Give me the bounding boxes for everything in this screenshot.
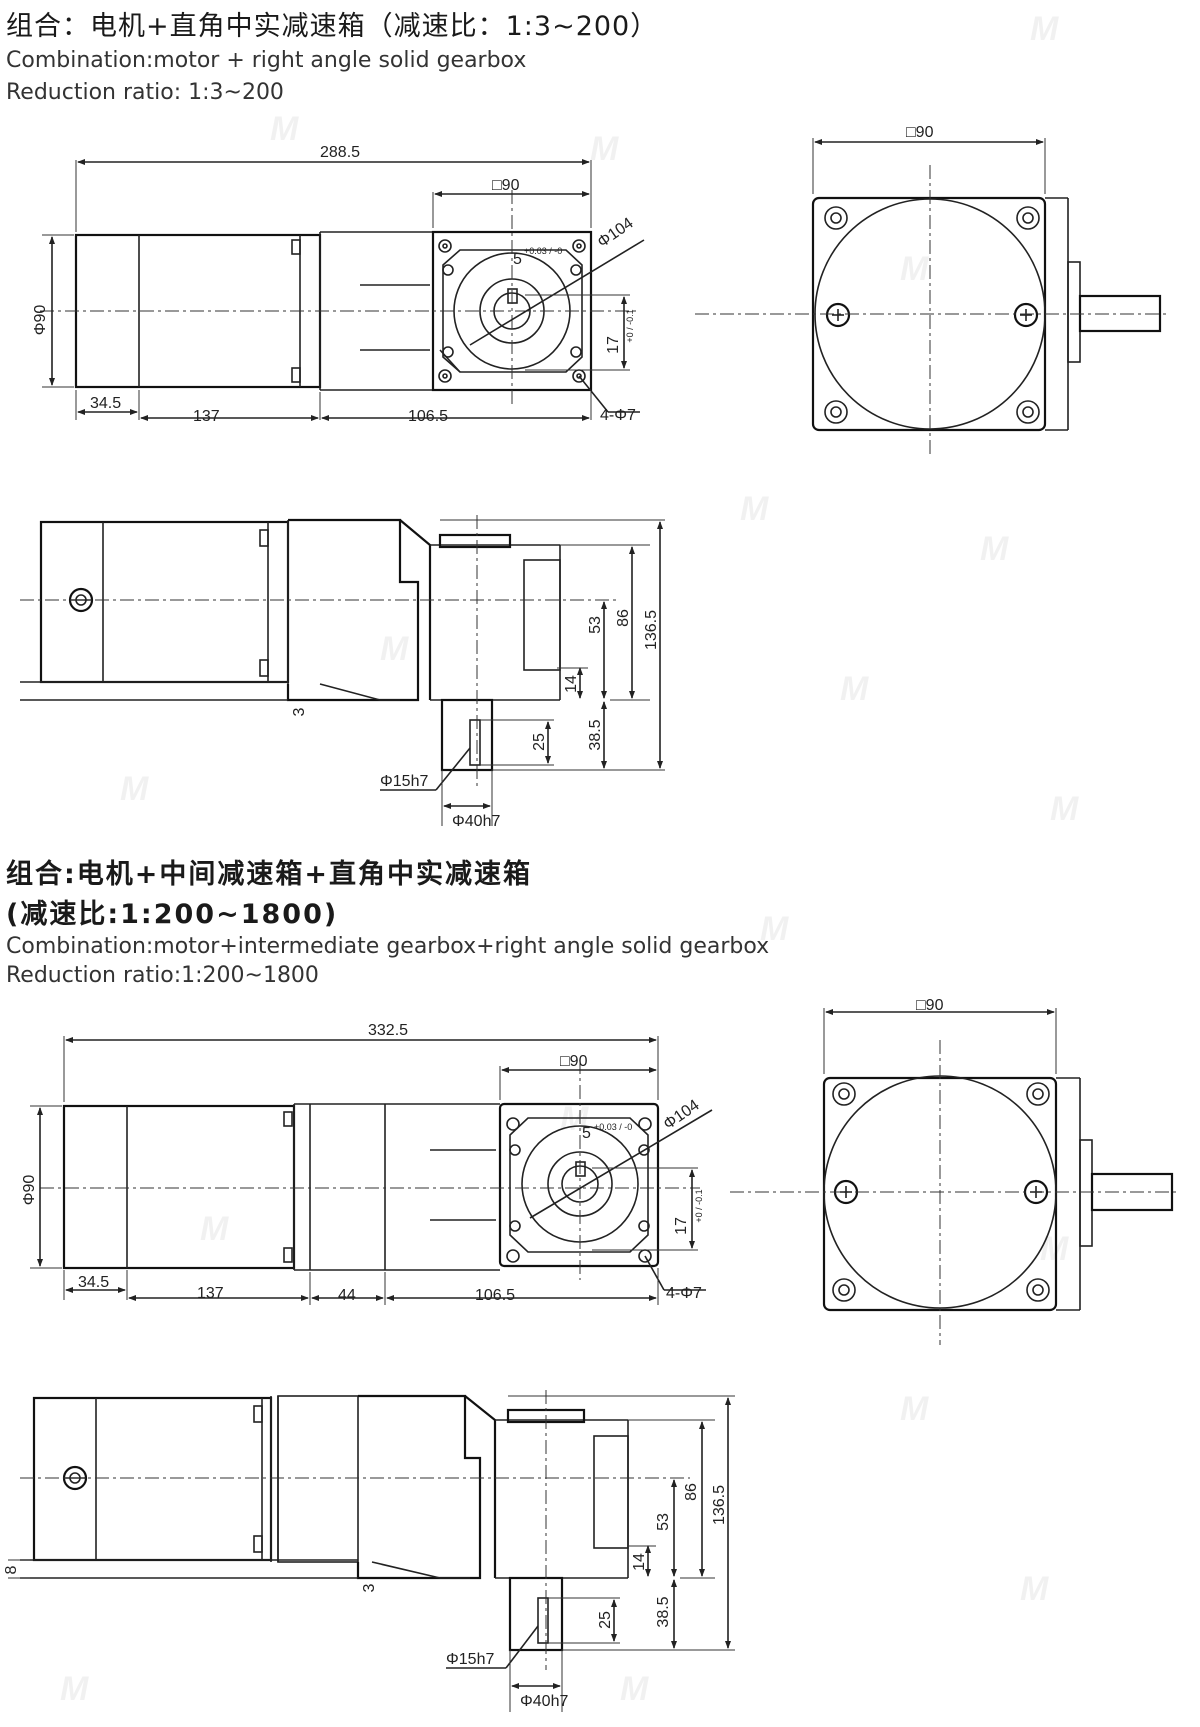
s1-side-view [20,515,665,826]
s2-front-view [30,1036,713,1305]
section2-title-en: Combination:motor+intermediate gearbox+r… [6,934,770,959]
s2-dim-h38-5: 38.5 [655,1596,672,1627]
s2-dim-base8: 8 [3,1565,20,1574]
s1-dim-holes: 4-Φ7 [600,407,636,424]
s1-side-labels: 53 86 136.5 14 38.5 25 3 Φ15h7 Φ40h7 [291,609,660,830]
svg-text:M: M [900,1390,929,1428]
s1-dim-h38-5: 38.5 [587,719,604,750]
section2-ratio-cn: (减速比:1:200~1800) [6,899,339,930]
s1-dim-h86: 86 [615,609,632,627]
s1-dim-overall: 288.5 [320,144,360,161]
s2-front-labels: 332.5 □90 Φ90 Φ104 5 +0.03 / -0 17 +0 / … [21,1022,704,1304]
s2-side-view [8,1390,735,1712]
s2-side-labels: 53 86 136.5 14 38.5 25 3 8 Φ15h7 Φ40h7 [3,1483,728,1710]
s1-dim-len-b: 137 [193,408,220,425]
s1-dim-pcd: Φ104 [595,215,637,252]
s1-dim-shaft: Φ15h7 [380,773,428,790]
svg-text:M: M [270,110,299,148]
svg-text:M: M [1020,1570,1049,1608]
s2-dim-h53: 53 [655,1513,672,1531]
section2-title-cn: 组合:电机+中间减速箱+直角中实减速箱 [6,859,533,890]
s2-dim-base3: 3 [361,1583,378,1592]
s1-dim-flange-sq: □90 [492,177,520,194]
svg-text:M: M [1050,790,1079,828]
svg-text:M: M [1040,1230,1069,1268]
s2-dim-h14: 14 [631,1553,648,1571]
s1-dim-h14: 14 [563,675,580,693]
s2-dim-side-sq: □90 [916,997,944,1014]
section1-title-en: Combination:motor + right angle solid ge… [6,48,527,73]
s2-end-view [730,1008,1180,1345]
s1-dim-key-h-tol: +0 / -0.1 [625,309,635,342]
s1-front-labels: 288.5 □90 Φ90 Φ104 5 +0.03 / -0 17 +0 / … [32,144,637,425]
s2-dim-overall: 332.5 [368,1022,408,1039]
s2-dim-len-c: 106.5 [475,1287,515,1304]
svg-text:M: M [980,530,1009,568]
s2-dim-key-w: 5 [582,1125,591,1142]
s1-end-view [695,138,1170,455]
s1-dim-base3: 3 [291,707,308,716]
s2-dim-key-h-tol: +0 / -0.1 [694,1189,704,1222]
svg-text:M: M [120,770,149,808]
svg-text:M: M [200,1210,229,1248]
svg-text:M: M [620,1670,649,1708]
svg-text:M: M [60,1670,89,1708]
s2-dim-flange-sq: □90 [560,1053,588,1070]
s1-dim-side-sq: □90 [906,124,934,141]
svg-text:M: M [740,490,769,528]
s2-dim-shaft: Φ15h7 [446,1651,494,1668]
s1-dim-pilot: Φ40h7 [452,813,500,830]
s1-dim-h25: 25 [531,733,548,751]
svg-text:M: M [590,130,619,168]
s2-dim-h86: 86 [683,1483,700,1501]
svg-text:M: M [760,910,789,948]
svg-text:M: M [1030,10,1059,48]
s1-front-view [40,159,645,421]
s2-dim-h136-5: 136.5 [711,1485,728,1525]
s1-dim-h136-5: 136.5 [643,610,660,650]
s1-dim-key-w-tol: +0.03 / -0 [524,246,562,256]
s2-dim-len-b: 137 [197,1285,224,1302]
s2-dim-key-w-tol: +0.03 / -0 [594,1122,632,1132]
s2-dim-len-mid: 44 [338,1287,356,1304]
s2-dim-holes: 4-Φ7 [666,1285,702,1302]
s2-dim-key-h: 17 [673,1217,690,1235]
s2-dim-pilot: Φ40h7 [520,1693,568,1710]
s1-dim-h53: 53 [587,616,604,634]
s1-dim-key-h: 17 [605,336,622,354]
s2-dim-h25: 25 [597,1611,614,1629]
svg-text:M: M [560,1100,589,1138]
s1-dim-len-a: 34.5 [90,395,121,412]
svg-text:M: M [840,670,869,708]
s1-dim-key-w: 5 [513,251,522,268]
section1-ratio-en: Reduction ratio: 1:3~200 [6,80,284,105]
s1-dim-motor-dia: Φ90 [32,305,49,336]
section1-title-cn: 组合：电机+直角中实减速箱（减速比：1:3~200） [6,11,659,42]
watermarks: M M M M M M M M M M M M M M M M M M [60,10,1079,1708]
svg-text:M: M [380,630,409,668]
s2-dim-motor-dia: Φ90 [21,1175,38,1206]
s2-dim-len-a: 34.5 [78,1274,109,1291]
section2-ratio-en: Reduction ratio:1:200~1800 [6,963,319,988]
s1-dim-len-c: 106.5 [408,408,448,425]
svg-text:M: M [900,250,929,288]
